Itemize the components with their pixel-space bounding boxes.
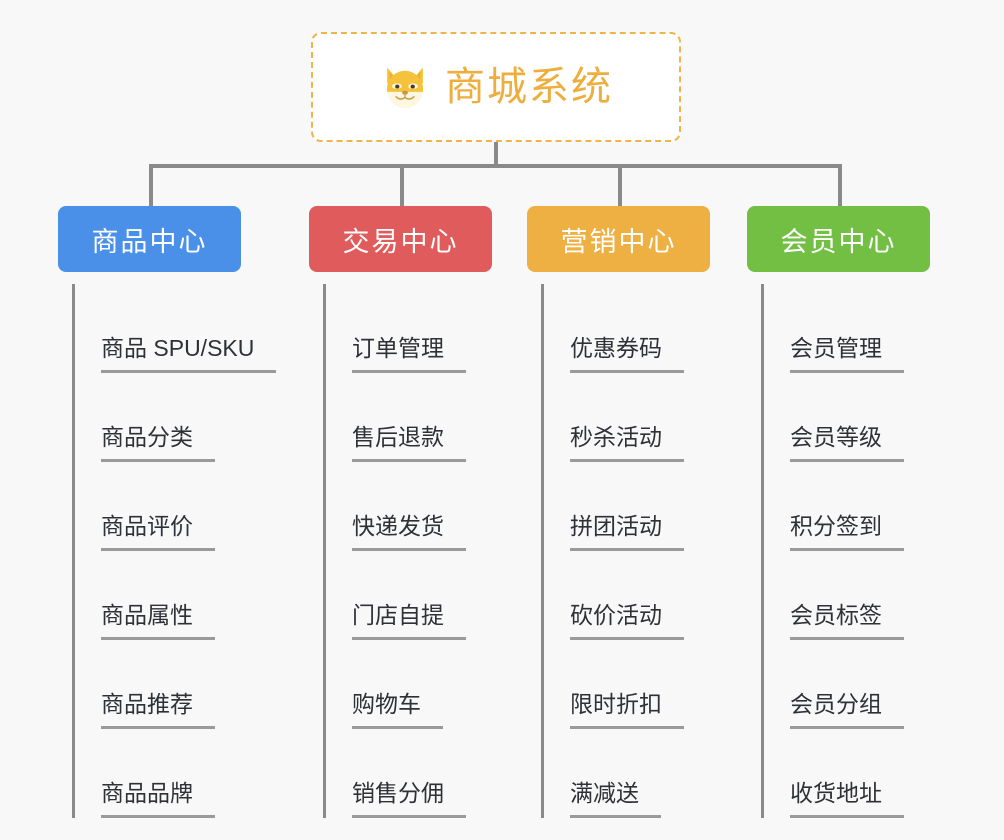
connector-drop-2 xyxy=(400,164,404,208)
shiba-dog-face-icon xyxy=(387,67,423,109)
leaf-label: 商品 SPU/SKU xyxy=(101,335,277,373)
leaf-label: 快递发货 xyxy=(352,513,466,551)
leaf-label: 会员分组 xyxy=(790,691,904,729)
leaf-item[interactable]: 拼团活动 xyxy=(544,462,710,551)
leaf-label: 商品评价 xyxy=(101,513,215,551)
leaf-item[interactable]: 会员分组 xyxy=(764,640,930,729)
leaf-item[interactable]: 会员标签 xyxy=(764,551,930,640)
leaf-label: 购物车 xyxy=(352,691,443,729)
leaf-item[interactable]: 商品品牌 xyxy=(75,729,276,818)
leaf-item[interactable]: 收货地址 xyxy=(764,729,930,818)
connector-drop-4 xyxy=(838,164,842,208)
leaf-label: 会员管理 xyxy=(790,335,904,373)
leaf-label: 优惠券码 xyxy=(570,335,684,373)
leaf-stack-3: 优惠券码 秒杀活动 拼团活动 砍价活动 限时折扣 满减送 xyxy=(541,284,710,818)
leaf-item[interactable]: 商品评价 xyxy=(75,462,276,551)
leaf-label: 商品推荐 xyxy=(101,691,215,729)
leaf-item[interactable]: 门店自提 xyxy=(326,551,492,640)
root-title: 商城系统 xyxy=(445,65,613,109)
leaf-item[interactable]: 快递发货 xyxy=(326,462,492,551)
leaf-label: 商品分类 xyxy=(101,424,215,462)
root-node[interactable]: 商城系统 xyxy=(311,32,681,142)
branch-node-2[interactable]: 交易中心 xyxy=(309,206,492,272)
leaf-item[interactable]: 商品 SPU/SKU xyxy=(75,284,277,373)
leaf-label: 售后退款 xyxy=(352,424,466,462)
leaf-item[interactable]: 销售分佣 xyxy=(326,729,492,818)
leaf-item[interactable]: 限时折扣 xyxy=(544,640,710,729)
leaf-label: 订单管理 xyxy=(352,335,466,373)
leaf-stack-1: 商品 SPU/SKU 商品分类 商品评价 商品属性 商品推荐 商品品牌 xyxy=(72,284,277,818)
branch-label-2: 交易中心 xyxy=(342,226,459,257)
connector-root-stem xyxy=(494,142,498,167)
leaf-item[interactable]: 购物车 xyxy=(326,640,492,729)
leaf-label: 商品品牌 xyxy=(101,780,215,818)
leaf-label: 会员等级 xyxy=(790,424,904,462)
leaf-item[interactable]: 积分签到 xyxy=(764,462,930,551)
leaf-label: 满减送 xyxy=(570,780,661,818)
leaf-label: 门店自提 xyxy=(352,602,466,640)
leaf-label: 销售分佣 xyxy=(352,780,466,818)
connector-horizontal-bus xyxy=(149,164,842,168)
leaf-item[interactable]: 会员管理 xyxy=(764,284,930,373)
leaf-item[interactable]: 商品推荐 xyxy=(75,640,276,729)
branch-label-1: 商品中心 xyxy=(91,226,208,257)
leaf-item[interactable]: 商品属性 xyxy=(75,551,276,640)
leaf-item[interactable]: 售后退款 xyxy=(326,373,492,462)
leaf-stack-4: 会员管理 会员等级 积分签到 会员标签 会员分组 收货地址 xyxy=(761,284,930,818)
leaf-label: 砍价活动 xyxy=(570,602,684,640)
leaf-item[interactable]: 秒杀活动 xyxy=(544,373,710,462)
connector-drop-1 xyxy=(149,164,153,208)
branch-column-3: 营销中心 优惠券码 秒杀活动 拼团活动 砍价活动 限时折扣 满减送 xyxy=(527,206,710,818)
branch-column-2: 交易中心 订单管理 售后退款 快递发货 门店自提 购物车 销售分佣 xyxy=(309,206,492,818)
leaf-item[interactable]: 优惠券码 xyxy=(544,284,710,373)
branch-node-3[interactable]: 营销中心 xyxy=(527,206,710,272)
branch-node-4[interactable]: 会员中心 xyxy=(747,206,930,272)
branch-column-4: 会员中心 会员管理 会员等级 积分签到 会员标签 会员分组 收货地址 xyxy=(747,206,930,818)
leaf-label: 商品属性 xyxy=(101,602,215,640)
leaf-item[interactable]: 满减送 xyxy=(544,729,710,818)
leaf-label: 收货地址 xyxy=(790,780,904,818)
leaf-label: 限时折扣 xyxy=(570,691,684,729)
leaf-label: 会员标签 xyxy=(790,602,904,640)
leaf-label: 秒杀活动 xyxy=(570,424,684,462)
leaf-stack-2: 订单管理 售后退款 快递发货 门店自提 购物车 销售分佣 xyxy=(323,284,492,818)
leaf-label: 拼团活动 xyxy=(570,513,684,551)
leaf-label: 积分签到 xyxy=(790,513,904,551)
branch-node-1[interactable]: 商品中心 xyxy=(58,206,241,272)
branch-label-4: 会员中心 xyxy=(780,226,897,257)
connector-drop-3 xyxy=(618,164,622,208)
leaf-item[interactable]: 砍价活动 xyxy=(544,551,710,640)
leaf-item[interactable]: 订单管理 xyxy=(326,284,492,373)
leaf-item[interactable]: 会员等级 xyxy=(764,373,930,462)
leaf-item[interactable]: 商品分类 xyxy=(75,373,276,462)
branch-column-1: 商品中心 商品 SPU/SKU 商品分类 商品评价 商品属性 商品推荐 商品品牌 xyxy=(58,206,277,818)
branch-label-3: 营销中心 xyxy=(560,226,677,257)
